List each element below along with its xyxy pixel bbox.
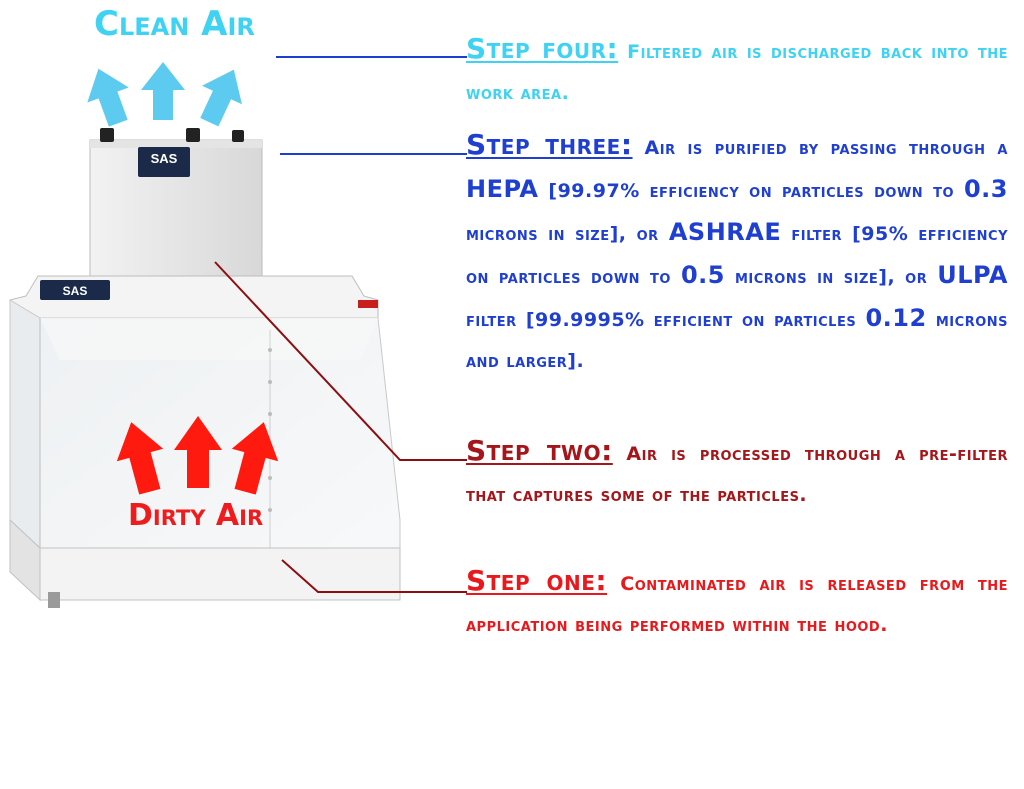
housing-knob-right <box>232 130 244 142</box>
step-three-hepa: HEPA <box>466 175 539 203</box>
step-three-text-3: microns in size], or <box>466 223 659 245</box>
dirty-air-label: Dirty Air <box>128 498 264 533</box>
step-one: Step one: Contaminated air is released f… <box>466 560 1008 646</box>
step-two-title: Step two: <box>466 434 613 467</box>
base-latch <box>48 592 60 608</box>
clean-air-arrows <box>87 62 242 127</box>
step-three-text-1: Air is purified by passing through a <box>644 137 1008 159</box>
step-three-ulpa: ULPA <box>937 261 1008 289</box>
step-four-title: Step four: <box>466 32 619 65</box>
step-three-num-3: 0.12 <box>865 304 927 332</box>
step-three-title: Step three: <box>466 128 633 161</box>
hood-body: SAS <box>9 275 401 608</box>
housing-knob-left <box>100 128 114 142</box>
leader-step-one <box>281 559 467 593</box>
step-three-text-7: microns and larger]. <box>466 309 1008 372</box>
step-three-text-4: filter [95% efficiency on particles down… <box>466 223 1008 288</box>
step-three-num-2: 0.5 <box>680 261 725 289</box>
step-one-title: Step one: <box>466 564 608 597</box>
step-three-text-2: [99.97% efficiency on particles down to <box>548 180 955 202</box>
step-one-text: Contaminated air is released from the ap… <box>466 573 1008 636</box>
filter-housing: SAS <box>89 128 263 281</box>
leader-step-two <box>214 261 467 461</box>
step-three-ashrae: ASHRAE <box>668 218 782 246</box>
housing-knob-middle <box>186 128 200 142</box>
step-three-num-1: 0.3 <box>963 175 1008 203</box>
step-four-text: Filtered air is discharged back into the… <box>466 41 1008 104</box>
dirty-air-arrows <box>116 416 279 495</box>
step-three: Step three: Air is purified by passing t… <box>466 124 1008 382</box>
step-three-text-5: microns in size], or <box>734 266 928 288</box>
housing-logo: SAS <box>151 151 178 166</box>
step-four: Step four: Filtered air is discharged ba… <box>466 28 1008 114</box>
step-two: Step two: Air is processed through a pre… <box>466 430 1008 516</box>
step-three-text-6: filter [99.9995% efficient on particles <box>466 309 857 331</box>
warning-sticker <box>358 300 378 308</box>
hood-logo: SAS <box>63 284 88 298</box>
step-two-text: Air is processed through a pre-filter th… <box>466 443 1008 506</box>
clean-air-label: Clean Air <box>94 4 255 44</box>
